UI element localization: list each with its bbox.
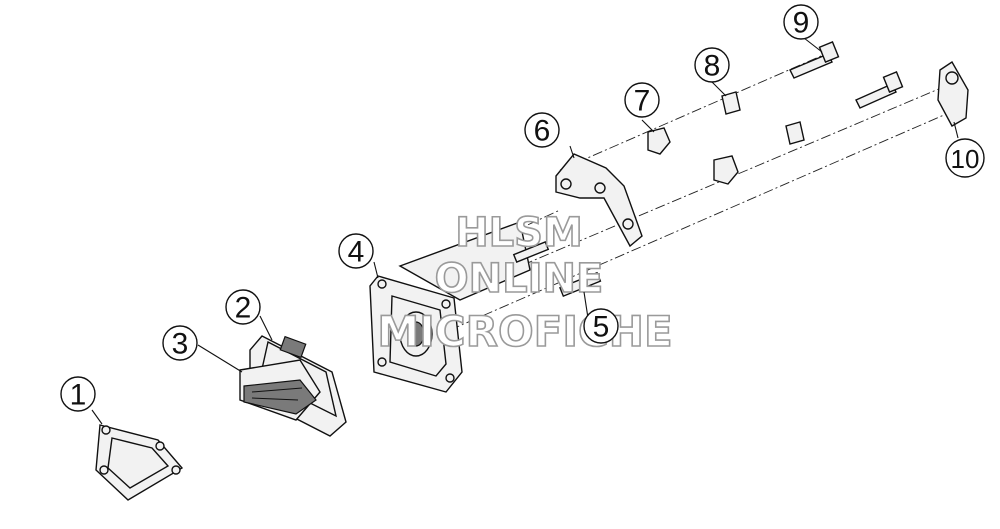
callout-7-label: 7 xyxy=(634,85,651,118)
part-studs xyxy=(512,241,602,298)
callout-10: 10 xyxy=(945,138,985,178)
part-gasket xyxy=(95,424,184,501)
part-collars xyxy=(721,91,805,145)
callout-leaders xyxy=(91,37,959,425)
callout-8: 8 xyxy=(694,47,730,83)
part-nuts xyxy=(647,127,739,185)
watermark-line-2: ONLINE xyxy=(435,256,604,302)
part-bracket xyxy=(555,153,643,248)
part-end-cap xyxy=(937,61,969,127)
watermark: HLSM ONLINE MICROFICHE xyxy=(377,209,674,357)
callout-1: 1 xyxy=(60,376,96,412)
watermark-line-3: MICROFICHE xyxy=(377,307,672,356)
callout-7: 7 xyxy=(624,82,660,118)
callout-3: 3 xyxy=(162,325,198,361)
callout-8-label: 8 xyxy=(704,50,721,83)
callout-1-label: 1 xyxy=(70,379,87,412)
part-bolts xyxy=(789,41,904,109)
part-intake-flange xyxy=(369,221,531,393)
callout-4: 4 xyxy=(338,233,374,269)
callout-6: 6 xyxy=(524,112,560,148)
callout-3-label: 3 xyxy=(172,328,189,361)
callout-5-label: 5 xyxy=(593,311,610,344)
callout-2: 2 xyxy=(225,289,261,325)
callout-10-label: 10 xyxy=(951,144,980,174)
callout-5: 5 xyxy=(583,308,619,344)
callout-9: 9 xyxy=(783,4,819,40)
callout-2-label: 2 xyxy=(235,292,252,325)
part-reed-valve xyxy=(239,359,321,421)
watermark-line-1: HLSM xyxy=(455,210,583,256)
callout-9-label: 9 xyxy=(793,7,810,40)
callout-4-label: 4 xyxy=(348,236,365,269)
callout-6-label: 6 xyxy=(534,115,551,148)
